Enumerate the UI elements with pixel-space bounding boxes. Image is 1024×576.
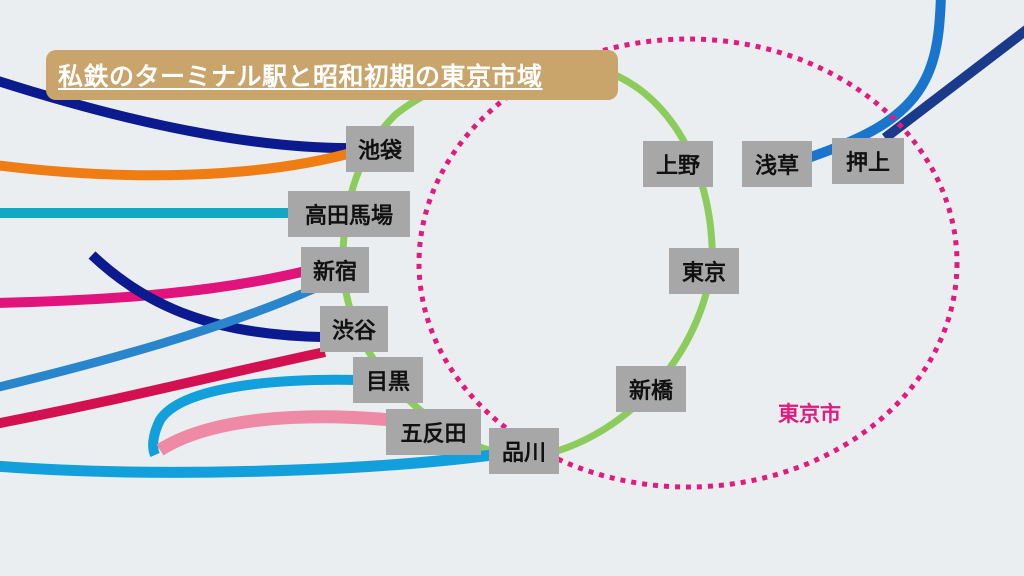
- line-ikebukuro-upper: [0, 76, 361, 154]
- station-shibuya: 渋谷: [320, 306, 388, 352]
- line-asakusa: [806, 0, 946, 163]
- tokyo-city-boundary: [416, 36, 960, 490]
- line-ikebukuro-lower: [0, 147, 357, 181]
- line-shibuya-c: [0, 347, 327, 429]
- line-oshiage: [881, 25, 1024, 142]
- line-meguro: [148, 374, 359, 457]
- line-shibuya-a: [88, 251, 323, 342]
- title-banner: 私鉄のターミナル駅と昭和初期の東京市域: [46, 50, 618, 100]
- station-meguro: 目黒: [353, 357, 423, 403]
- line-shibuya-b: [0, 282, 320, 392]
- line-gotanda: [156, 410, 393, 456]
- line-shinagawa: [0, 449, 493, 478]
- station-ueno: 上野: [643, 141, 713, 187]
- station-shinjuku: 新宿: [301, 247, 369, 293]
- station-takadanobaba: 高田馬場: [288, 191, 410, 237]
- line-shinjuku: [0, 265, 312, 308]
- tokyo-city-label: 東京市: [778, 402, 841, 426]
- station-asakusa: 浅草: [742, 141, 812, 187]
- diagram-title: 私鉄のターミナル駅と昭和初期の東京市域: [58, 62, 543, 91]
- station-oshiage: 押上: [832, 138, 904, 184]
- station-gotanda: 五反田: [386, 409, 481, 455]
- station-shinagawa: 品川: [489, 428, 559, 474]
- station-ikebukuro: 池袋: [346, 126, 414, 172]
- station-tokyo: 東京: [669, 248, 739, 294]
- station-shinbashi: 新橋: [616, 366, 686, 412]
